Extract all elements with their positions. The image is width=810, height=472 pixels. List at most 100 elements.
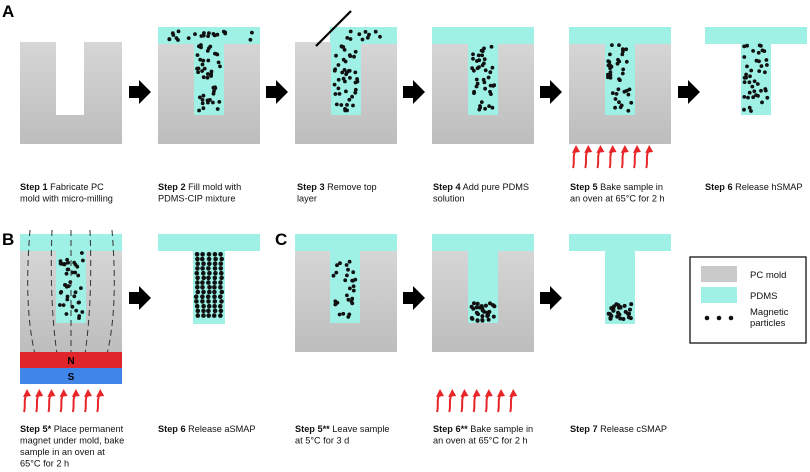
process-arrow — [403, 286, 425, 310]
magnetic-particle — [621, 317, 626, 321]
magnetic-particle — [248, 37, 253, 42]
magnetic-particle — [348, 37, 353, 41]
magnetic-particle — [76, 273, 81, 278]
magnetic-particle — [202, 66, 207, 71]
magnetic-particle — [200, 252, 205, 257]
magnetic-particle — [64, 312, 69, 316]
magnetic-particle — [474, 305, 479, 310]
magnetic-particle — [350, 94, 354, 99]
magnetic-particle — [480, 49, 485, 53]
magnetic-particle — [343, 278, 348, 283]
magnetic-particle — [614, 92, 619, 96]
step-5-bake — [569, 27, 671, 144]
magnetic-particle — [351, 284, 356, 289]
arrow-icon — [540, 80, 562, 104]
magnetic-particle — [352, 54, 356, 59]
magnetic-particle — [378, 34, 382, 39]
magnetic-particle — [201, 58, 206, 63]
process-arrow — [540, 286, 562, 310]
magnetic-particle — [219, 256, 224, 262]
magnetic-particle — [765, 95, 770, 100]
magnetic-particle — [219, 270, 224, 276]
magnetic-particle — [201, 313, 206, 318]
step-label: Step 6 — [158, 424, 186, 434]
legend-pdms-swatch — [701, 287, 737, 303]
magnetic-particle — [355, 77, 359, 81]
step-text: solution — [433, 194, 465, 204]
magnetic-particle — [200, 294, 205, 300]
pdms-layer — [330, 250, 360, 323]
magnetic-particle — [345, 36, 350, 40]
arrow-icon — [403, 80, 425, 104]
heat-arrow-head-icon — [497, 389, 505, 397]
magnetic-particle — [201, 93, 206, 98]
magnetic-particle — [213, 85, 217, 90]
step-text: Fabricate PC — [48, 182, 105, 192]
legend-pc-swatch — [701, 266, 737, 282]
magnetic-particle — [742, 55, 747, 59]
magnetic-particle — [344, 89, 348, 94]
magnetic-particle — [212, 261, 218, 267]
panel-label-a: A — [2, 2, 14, 21]
magnetic-particle — [206, 100, 210, 105]
step-label: Step 4 — [433, 182, 461, 192]
step-label: Step 7 — [570, 424, 598, 434]
magnetic-particle — [206, 280, 211, 285]
magnetic-particle — [81, 258, 85, 263]
magnetic-particle — [201, 289, 206, 295]
magnetic-particle — [345, 103, 349, 107]
magnetic-particle — [747, 105, 752, 110]
magnetic-particle — [199, 43, 203, 47]
arrow-icon — [129, 286, 151, 310]
magnetic-particle — [340, 70, 345, 75]
magnetic-particle — [744, 72, 748, 77]
magnetic-particle — [194, 252, 200, 257]
magnetic-particle — [348, 29, 353, 34]
magnetic-particle — [337, 92, 342, 96]
magnetic-particle — [764, 58, 769, 62]
magnetic-particle — [206, 308, 211, 314]
magnetic-particle — [353, 80, 358, 85]
magnetic-particle — [193, 32, 197, 36]
magnetic-particle — [333, 92, 338, 96]
step-3-remove-top-layer — [295, 10, 397, 144]
magnetic-particle — [620, 47, 625, 51]
magnetic-particle — [212, 285, 217, 290]
magnetic-particle — [80, 310, 85, 314]
step-text: layer — [297, 194, 317, 204]
magnetic-particle — [621, 67, 626, 72]
magnetic-particle — [490, 65, 495, 70]
heat-arrow-head-icon — [71, 389, 80, 397]
magnetic-particle — [201, 261, 206, 267]
magnetic-particle — [206, 303, 212, 309]
magnetic-particle — [201, 308, 206, 314]
magnetic-particle — [347, 97, 352, 102]
magnetic-particle — [195, 266, 200, 271]
process-arrow — [403, 80, 425, 104]
magnetic-particle — [213, 256, 218, 262]
arrow-icon — [129, 80, 151, 104]
magnetic-particle — [609, 314, 614, 318]
heat-arrows — [572, 145, 654, 169]
magnetic-particle — [480, 53, 484, 58]
magnetic-particle — [480, 318, 485, 323]
magnetic-particle — [336, 77, 341, 82]
magnetic-particle — [750, 84, 755, 89]
heat-arrow-head-icon — [484, 389, 493, 397]
magnetic-particle — [341, 311, 346, 316]
magnetic-particle — [608, 52, 612, 57]
magnetic-particle — [749, 68, 754, 73]
magnetic-particle — [72, 294, 77, 299]
magnetic-particle — [200, 266, 205, 271]
magnetic-particle — [479, 304, 484, 309]
magnetic-particle — [624, 59, 629, 64]
heat-arrow-head-icon — [572, 145, 580, 153]
heat-arrow-head-icon — [472, 389, 481, 397]
magnetic-particle — [344, 72, 348, 77]
magnetic-particle — [223, 31, 228, 36]
pdms-layer — [605, 251, 635, 324]
magnetic-particle — [195, 275, 200, 281]
